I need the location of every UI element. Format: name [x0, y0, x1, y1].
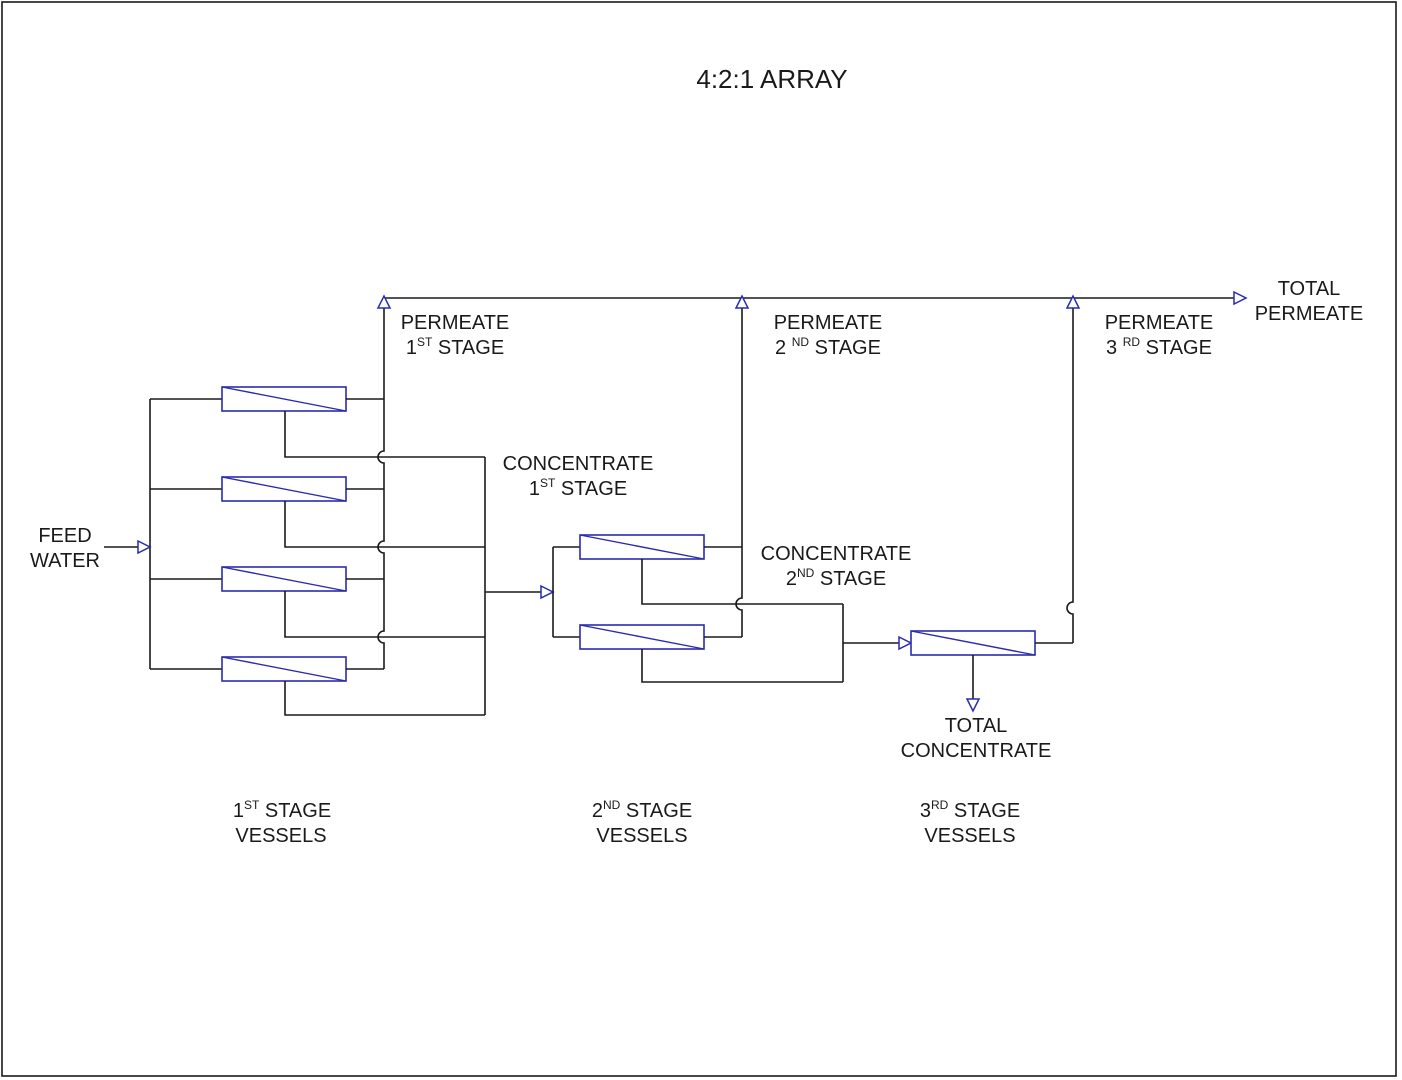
svg-text:1ST STAGE: 1ST STAGE — [529, 476, 627, 500]
svg-text:3 RD STAGE: 3 RD STAGE — [1106, 335, 1212, 359]
stage3-vessel — [910, 630, 1036, 656]
svg-text:2 ND STAGE: 2 ND STAGE — [775, 335, 881, 359]
stage2-permeate-collector — [704, 308, 743, 638]
svg-text:2ND STAGE: 2ND STAGE — [786, 566, 886, 590]
permeate-stage2-arrow-icon — [734, 294, 750, 309]
stage3-vessels-label: 3RD STAGE VESSELS — [920, 798, 1020, 847]
svg-text:PERMEATE: PERMEATE — [401, 312, 510, 334]
total-concentrate-label: TOTAL CONCENTRATE — [901, 715, 1052, 762]
stage2-concentrate-collector — [641, 559, 899, 683]
concentrate-stage2-label: CONCENTRATE 2ND STAGE — [761, 543, 912, 590]
stage2-vessels-label: 2ND STAGE VESSELS — [592, 798, 692, 847]
stage1-vessel — [221, 566, 347, 592]
svg-text:VESSELS: VESSELS — [235, 825, 326, 847]
permeate-stage3-arrow-icon — [1065, 294, 1081, 309]
stage1-vessel — [221, 386, 347, 412]
total-permeate-label: TOTAL PERMEATE — [1255, 278, 1364, 325]
svg-text:TOTAL: TOTAL — [945, 715, 1008, 737]
stage2-feed-manifold — [552, 546, 580, 638]
stage2-vessel — [579, 624, 705, 650]
svg-text:PERMEATE: PERMEATE — [1255, 303, 1364, 325]
diagram-title: 4:2:1 ARRAY — [696, 64, 847, 94]
stage1-vessel — [221, 656, 347, 682]
svg-text:1ST STAGE: 1ST STAGE — [406, 335, 504, 359]
permeate-stage3-label: PERMEATE 3 RD STAGE — [1105, 312, 1214, 359]
stage2-vessel — [579, 534, 705, 560]
svg-text:3RD STAGE: 3RD STAGE — [920, 798, 1020, 822]
feed-water-label: FEED WATER — [30, 525, 100, 572]
concentrate-stage1-label: CONCENTRATE 1ST STAGE — [503, 453, 654, 500]
permeate-stage1-label: PERMEATE 1ST STAGE — [401, 312, 510, 359]
stage3-feed-arrow-icon — [898, 635, 913, 651]
svg-text:TOTAL: TOTAL — [1278, 278, 1341, 300]
total-permeate-arrow-icon — [1233, 290, 1248, 306]
stage1-concentrate-collector — [284, 411, 541, 716]
svg-text:CONCENTRATE: CONCENTRATE — [503, 453, 654, 475]
svg-text:CONCENTRATE: CONCENTRATE — [901, 740, 1052, 762]
svg-text:2ND STAGE: 2ND STAGE — [592, 798, 692, 822]
total-concentrate-arrow-icon — [965, 698, 981, 713]
stage2-feed-arrow-icon — [540, 584, 555, 600]
stage1-feed-manifold — [104, 398, 222, 670]
feed-water-arrow-icon — [137, 539, 152, 555]
stage3-permeate-line — [1035, 308, 1074, 644]
svg-text:1ST STAGE: 1ST STAGE — [233, 798, 331, 822]
svg-text:WATER: WATER — [30, 550, 100, 572]
svg-text:VESSELS: VESSELS — [596, 825, 687, 847]
permeate-stage2-label: PERMEATE 2 ND STAGE — [774, 312, 883, 359]
svg-text:FEED: FEED — [38, 525, 91, 547]
stage1-permeate-collector — [346, 308, 385, 670]
svg-text:PERMEATE: PERMEATE — [1105, 312, 1214, 334]
stage1-vessels-label: 1ST STAGE VESSELS — [233, 798, 331, 847]
svg-text:PERMEATE: PERMEATE — [774, 312, 883, 334]
permeate-stage1-arrow-icon — [376, 294, 392, 309]
stage1-vessel — [221, 476, 347, 502]
svg-text:VESSELS: VESSELS — [924, 825, 1015, 847]
svg-text:CONCENTRATE: CONCENTRATE — [761, 543, 912, 565]
